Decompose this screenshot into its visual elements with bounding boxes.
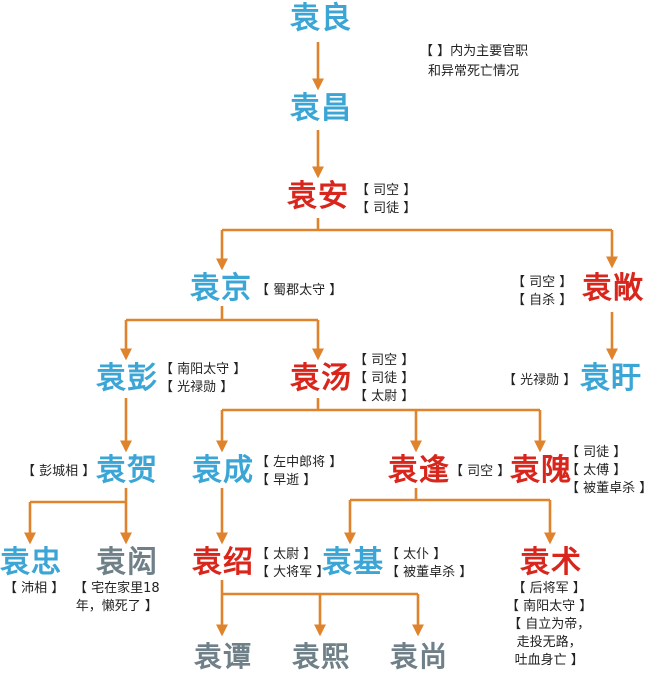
node-yuan-chang: 袁昌 [290, 91, 352, 126]
node-yuan-an: 袁安 [287, 179, 349, 214]
note-line: 【 太尉 】 [354, 389, 415, 404]
note-line: 【 蜀郡太守 】 [256, 283, 343, 298]
note-line: 【 被董卓杀 】 [386, 565, 473, 580]
legend-line-2: 和异常死亡情况 [428, 64, 520, 79]
note-line: 【 司空 】 [450, 464, 511, 479]
note-yuan-xu: 【 光禄勋 】 [503, 372, 576, 390]
note-yuan-he: 【 彭城相 】 [22, 463, 95, 481]
node-yuan-wei: 袁隗 [510, 453, 572, 488]
note-line: 【 太尉 】 [256, 547, 317, 562]
note-line: 【 被董卓杀 】 [566, 481, 653, 496]
node-yuan-xi: 袁熙 [292, 640, 351, 673]
node-yuan-shao: 袁绍 [192, 545, 254, 580]
node-yuan-tan: 袁谭 [194, 640, 253, 673]
note-yuan-jing: 【 蜀郡太守 】 [256, 282, 342, 300]
note-line: 【 司徒 】 [356, 201, 417, 216]
note-line: 年，懒死了 】 [75, 599, 158, 614]
note-line: 【 光禄勋 】 [160, 380, 234, 395]
node-yuan-tang: 袁汤 [290, 361, 352, 396]
note-line: 【 司空 】 [512, 275, 573, 290]
note-yuan-feng: 【 司空 】 [450, 463, 510, 481]
note-yuan-hong: 【 宅在家里18 年，懒死了 】 [74, 580, 160, 616]
note-yuan-cheng: 【 左中郎将 】 【 早逝 】 [256, 454, 342, 490]
note-line: 【 司空 】 [356, 183, 417, 198]
node-yuan-peng: 袁彭 [96, 361, 158, 396]
note-line: 【 大将军 】 [256, 565, 330, 580]
note-line: 【 自立为帝， [508, 617, 591, 632]
note-yuan-tang: 【 司空 】 【 司徒 】 【 太尉 】 [354, 352, 414, 406]
note-yuan-chang2: 【 司空 】 【 自杀 】 [512, 274, 572, 310]
note-line: 【 司徒 】 [354, 371, 415, 386]
note-line: 【 后将军 】 [512, 581, 586, 596]
node-yuan-liang: 袁良 [290, 1, 352, 36]
note-line: 【 宅在家里18 [74, 581, 160, 596]
note-line: 【 司空 】 [354, 353, 415, 368]
note-line: 【 沛相 】 [4, 581, 65, 596]
node-yuan-shu: 袁术 [520, 545, 582, 580]
node-yuan-chang2: 袁敞 [582, 271, 644, 306]
node-yuan-jing: 袁京 [190, 271, 252, 306]
note-yuan-ji: 【 太仆 】 【 被董卓杀 】 [386, 546, 472, 582]
node-yuan-feng: 袁逢 [388, 453, 450, 488]
note-line: 【 太傅 】 [566, 463, 627, 478]
note-yuan-zhong: 【 沛相 】 [4, 580, 64, 598]
note-line: 【 早逝 】 [256, 473, 317, 488]
node-yuan-cheng: 袁成 [192, 453, 254, 488]
node-yuan-shang: 袁尚 [390, 640, 449, 673]
note-line: 【 司徒 】 [566, 445, 627, 460]
note-yuan-peng: 【 南阳太守 】 【 光禄勋 】 [160, 361, 246, 397]
note-yuan-shao: 【 太尉 】 【 大将军 】 [256, 546, 329, 582]
note-yuan-shu: 【 后将军 】 【 南阳太守 】 【 自立为帝， 走投无路， 吐血身亡 】 [506, 580, 592, 670]
note-line: 【 自杀 】 [512, 293, 573, 308]
note-line: 吐血身亡 】 [514, 653, 584, 668]
node-yuan-he: 袁贺 [96, 453, 158, 488]
note-line: 【 彭城相 】 [22, 464, 96, 479]
node-yuan-hong: 袁闳 [96, 545, 158, 580]
node-yuan-ji: 袁基 [322, 545, 384, 580]
legend-line-1: 【 】内为主要官职 [420, 44, 529, 59]
note-line: 【 左中郎将 】 [256, 455, 343, 470]
node-yuan-zhong: 袁忠 [0, 545, 62, 580]
note-yuan-wei: 【 司徒 】 【 太傅 】 【 被董卓杀 】 [566, 444, 652, 498]
note-line: 【 光禄勋 】 [503, 373, 577, 388]
note-yuan-an: 【 司空 】 【 司徒 】 [356, 182, 416, 218]
note-line: 【 南阳太守 】 [506, 599, 593, 614]
note-line: 【 太仆 】 [386, 547, 447, 562]
node-yuan-xu: 袁盱 [580, 361, 642, 396]
note-line: 走投无路， [516, 635, 582, 650]
note-line: 【 南阳太守 】 [160, 362, 247, 377]
legend: 【 】内为主要官职 和异常死亡情况 [420, 42, 528, 82]
